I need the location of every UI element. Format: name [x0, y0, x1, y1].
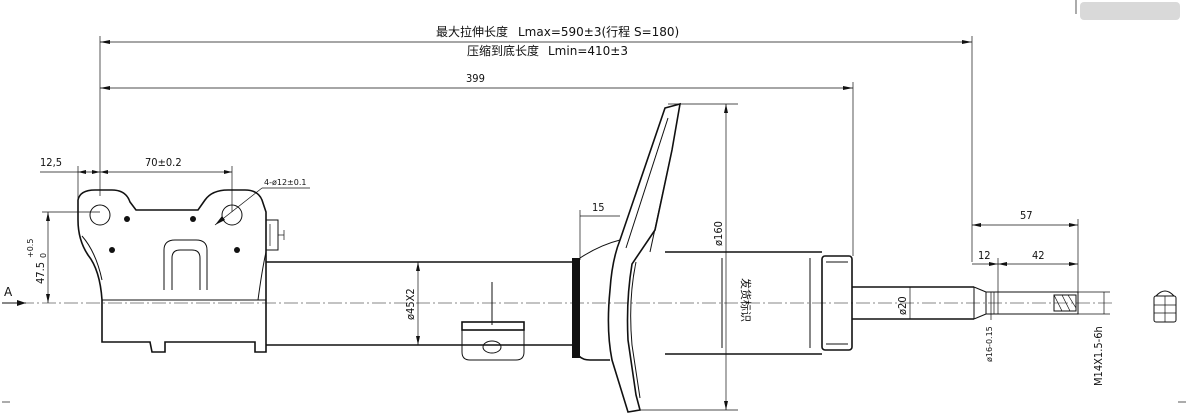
dim-body-diameter: ø45X2 [404, 262, 420, 345]
thread-section [985, 291, 1079, 315]
dim-15-text: 15 [592, 201, 605, 214]
lmin-value: Lmin=410±3 [548, 44, 628, 58]
marking-text: 发货标识 [739, 278, 753, 322]
lmax-label: 最大拉伸长度 [436, 24, 508, 39]
dim-shoulder: ø16-0.15 [985, 292, 994, 362]
dim-47-5-tol-upper: +0.5 [26, 239, 35, 258]
dim-bracket-top: 12,5 70±0.2 [40, 156, 233, 212]
dim-lmax [99, 36, 973, 262]
dim-12-text: 12 [978, 249, 991, 262]
bolt-dot-3 [109, 247, 115, 253]
dim-399: 399 [100, 72, 854, 256]
holes-text: 4-ø12±0.1 [264, 178, 306, 187]
dim-body-diameter-text: ø45X2 [404, 288, 417, 320]
dim-47-5: 47.5 +0.5 0 [26, 211, 100, 303]
spring-seat: 15 [572, 201, 621, 361]
view-a-label: A [4, 285, 13, 299]
lmin-label: 压缩到底长度 [467, 43, 539, 58]
dim-57-text: 57 [1020, 209, 1033, 222]
dim-47-5-tol-lower: 0 [39, 253, 48, 258]
mounting-bracket [77, 189, 285, 353]
lmax-value: Lmax=590±3(行程 S=180) [518, 24, 679, 39]
dim-shoulder-text: ø16-0.15 [985, 326, 994, 362]
piston-rod: ø20 [852, 286, 1079, 320]
dim-thread-spec: M14X1.5-6h [1078, 291, 1110, 386]
bolt-dot-2 [190, 216, 196, 222]
bracket-hole-1 [89, 204, 111, 226]
dim-12-5-text: 12,5 [40, 156, 62, 169]
bracket-hole-2 [221, 204, 243, 226]
view-a-arrow: A [2, 285, 26, 306]
dim-plate-diameter-text: ø160 [712, 221, 725, 246]
upper-tube: 发货标识 [665, 251, 853, 355]
dim-rod-diameter-text: ø20 [896, 296, 909, 315]
tube-cap [821, 255, 853, 351]
dim-thread: 57 12 42 [972, 209, 1079, 292]
blurred-watermark [1080, 2, 1180, 20]
lower-tab [461, 321, 525, 361]
dim-42-text: 42 [1032, 249, 1045, 262]
dim-399-text: 399 [466, 72, 485, 85]
spring-plate [607, 102, 738, 413]
bolt-dot-4 [234, 247, 240, 253]
dim-70-text: 70±0.2 [145, 156, 182, 169]
dim-plate-diameter: ø160 [712, 104, 728, 410]
body-tube [266, 261, 575, 346]
dim-thread-spec-text: M14X1.5-6h [1092, 326, 1105, 386]
nut-icon [1153, 290, 1177, 323]
bolt-dot-1 [124, 216, 130, 222]
dim-47-5-text: 47.5 [34, 262, 47, 284]
